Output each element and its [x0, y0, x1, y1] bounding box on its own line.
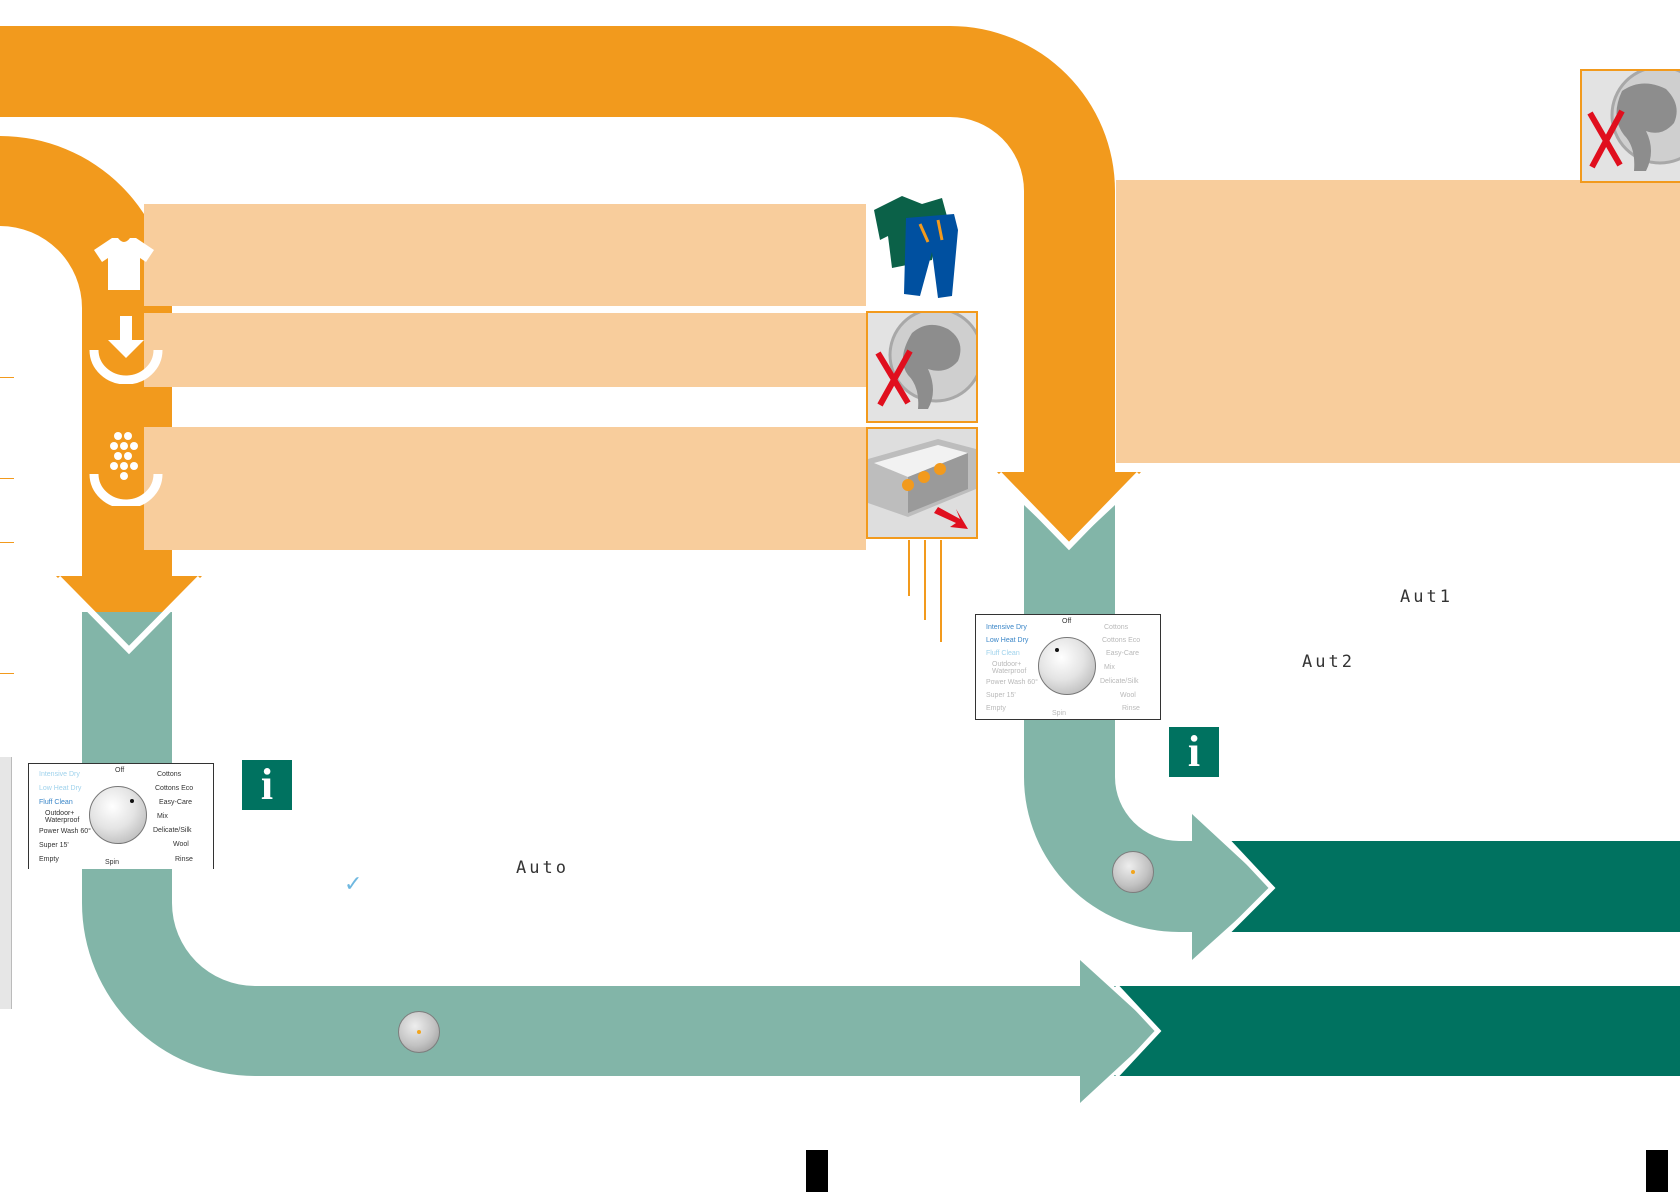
- dial-label-bottom: Spin: [1052, 710, 1067, 717]
- dial-label-top: Off: [1062, 618, 1072, 625]
- dial-label-top: Off: [115, 767, 125, 774]
- drum-overload-thumbnail-right: [1580, 69, 1680, 183]
- dial-label: Super 15': [39, 842, 69, 849]
- margin-tick: [0, 673, 14, 674]
- page-edge-sliver: [0, 757, 12, 1009]
- program-dial-panel-right: Intensive Dry Low Heat Dry Fluff Clean O…: [975, 614, 1161, 720]
- page-edge-mark: [806, 1150, 828, 1192]
- dial-label: Mix: [157, 813, 168, 820]
- dial-label: Delicate/Silk: [1100, 678, 1139, 685]
- chevron-white-top: [996, 471, 1142, 551]
- dial-label: Rinse: [175, 856, 193, 863]
- dial-label: Cottons: [157, 771, 182, 778]
- dial-label: Empty: [986, 705, 1006, 712]
- dial-label: Outdoor+ Waterproof: [992, 661, 1027, 675]
- dial-label: Power Wash 60°: [986, 679, 1038, 686]
- dial-label: Mix: [1104, 664, 1115, 671]
- step-band-3: [144, 427, 866, 550]
- detergent-icon: [89, 432, 163, 506]
- dial-label: Super 15': [986, 692, 1016, 699]
- margin-tick: [0, 478, 14, 479]
- start-button[interactable]: [398, 1011, 440, 1053]
- teal-flow-right: [1024, 505, 1272, 960]
- right-info-band: [1116, 180, 1680, 463]
- dial-label-selected: Low Heat Dry: [986, 637, 1029, 644]
- dial-label: Low Heat Dry: [39, 785, 82, 792]
- laundry-clothes-icon: [874, 196, 958, 298]
- dial-label: Cottons: [1104, 624, 1129, 631]
- dial-label: Wool: [1120, 692, 1136, 699]
- dial-label-selected: Intensive Dry: [986, 624, 1027, 631]
- margin-tick: [0, 542, 14, 543]
- page-edge-mark: [1646, 1150, 1668, 1192]
- dial-label: Empty: [39, 856, 59, 863]
- step-band-2: [144, 313, 866, 387]
- dial-label: Intensive Dry: [39, 771, 80, 778]
- teal-dark-band-lower: [1114, 986, 1680, 1076]
- start-button[interactable]: [1112, 851, 1154, 893]
- program-dial-panel-left: Intensive Dry Low Heat Dry Fluff Clean O…: [28, 763, 214, 869]
- dial-label: Outdoor+ Waterproof: [45, 810, 80, 824]
- info-icon: i: [1169, 727, 1219, 777]
- dial-label: Easy-Care: [159, 799, 193, 806]
- display-readout-auto1: Aut1: [1400, 587, 1453, 607]
- teal-flow-left: [82, 612, 1158, 1103]
- dial-label: Easy-Care: [1106, 650, 1140, 657]
- chevron-white-bottom: [1114, 984, 1162, 1078]
- start-led: [1131, 870, 1135, 874]
- callout-line: [924, 540, 926, 620]
- callout-line: [940, 540, 942, 642]
- info-icon: i: [242, 760, 292, 810]
- dial-label: Power Wash 60°: [39, 828, 91, 835]
- checkmark-icon: ✓: [344, 872, 363, 897]
- load-arrow-icon: [89, 316, 163, 384]
- shirt-icon: [94, 238, 154, 290]
- margin-tick: [0, 377, 14, 378]
- display-readout-auto: Auto: [516, 858, 569, 878]
- detergent-drawer-thumbnail: [866, 427, 978, 539]
- chevron-white-left: [55, 575, 203, 655]
- dial-label: Wool: [173, 841, 189, 848]
- step-band-1: [144, 204, 866, 306]
- chevron-white-right: [1226, 839, 1276, 934]
- program-knob[interactable]: [89, 786, 147, 844]
- dial-label: Cottons Eco: [155, 785, 194, 792]
- dial-label: Cottons Eco: [1102, 637, 1141, 644]
- dial-label-selected: Fluff Clean: [39, 799, 73, 806]
- orange-flow-top: [0, 26, 1141, 548]
- display-readout-auto2: Aut2: [1302, 652, 1355, 672]
- dial-label: Rinse: [1122, 705, 1140, 712]
- dial-label: Delicate/Silk: [153, 827, 192, 834]
- dial-label: Fluff Clean: [986, 650, 1020, 657]
- callout-line: [908, 540, 910, 596]
- program-knob[interactable]: [1038, 637, 1096, 695]
- teal-dark-band-upper: [1228, 841, 1680, 932]
- start-led: [417, 1030, 421, 1034]
- dial-label-bottom: Spin: [105, 859, 120, 866]
- drum-overload-thumbnail: [866, 311, 978, 423]
